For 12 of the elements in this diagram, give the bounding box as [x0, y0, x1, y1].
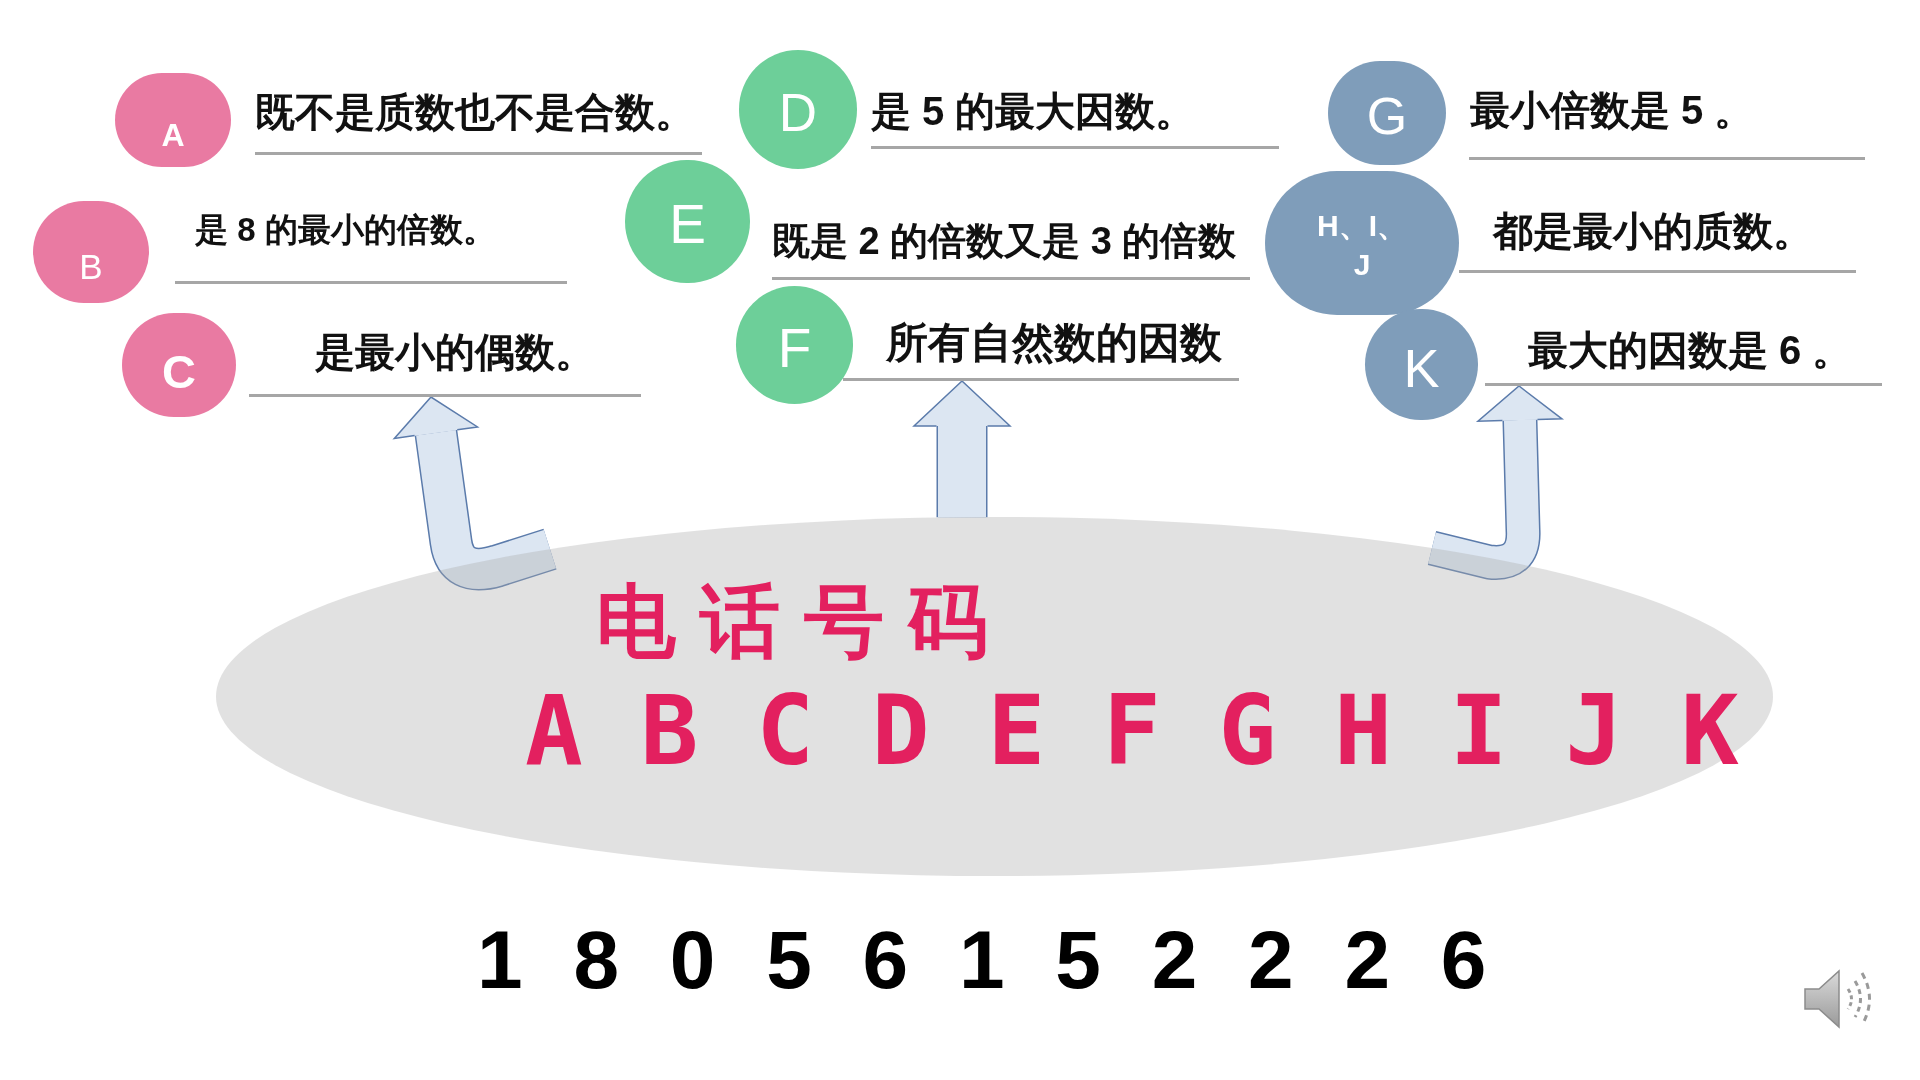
clue-text: 既不是质数也不是合数。 — [255, 88, 702, 155]
clue-text: 都是最小的质数。 — [1459, 207, 1856, 273]
clue-text: 最大的因数是 6 。 — [1485, 326, 1882, 386]
letter-row: A B C D E F G H I J K — [525, 683, 1739, 779]
clue-text: 是 5 的最大因数。 — [871, 87, 1279, 149]
clue-text: 最小倍数是 5 。 — [1469, 86, 1865, 160]
clue-text: 既是 2 的倍数又是 3 的倍数 — [772, 219, 1250, 280]
clue-text: 所有自然数的因数 — [843, 318, 1239, 381]
heading-text: 电话号码 — [596, 582, 1012, 662]
clue-text: 是 8 的最小的倍数。 — [175, 210, 567, 284]
clue-text: 是最小的偶数。 — [249, 328, 641, 397]
phone-digits: 1 8 0 5 6 1 5 2 2 2 6 — [477, 919, 1501, 1001]
